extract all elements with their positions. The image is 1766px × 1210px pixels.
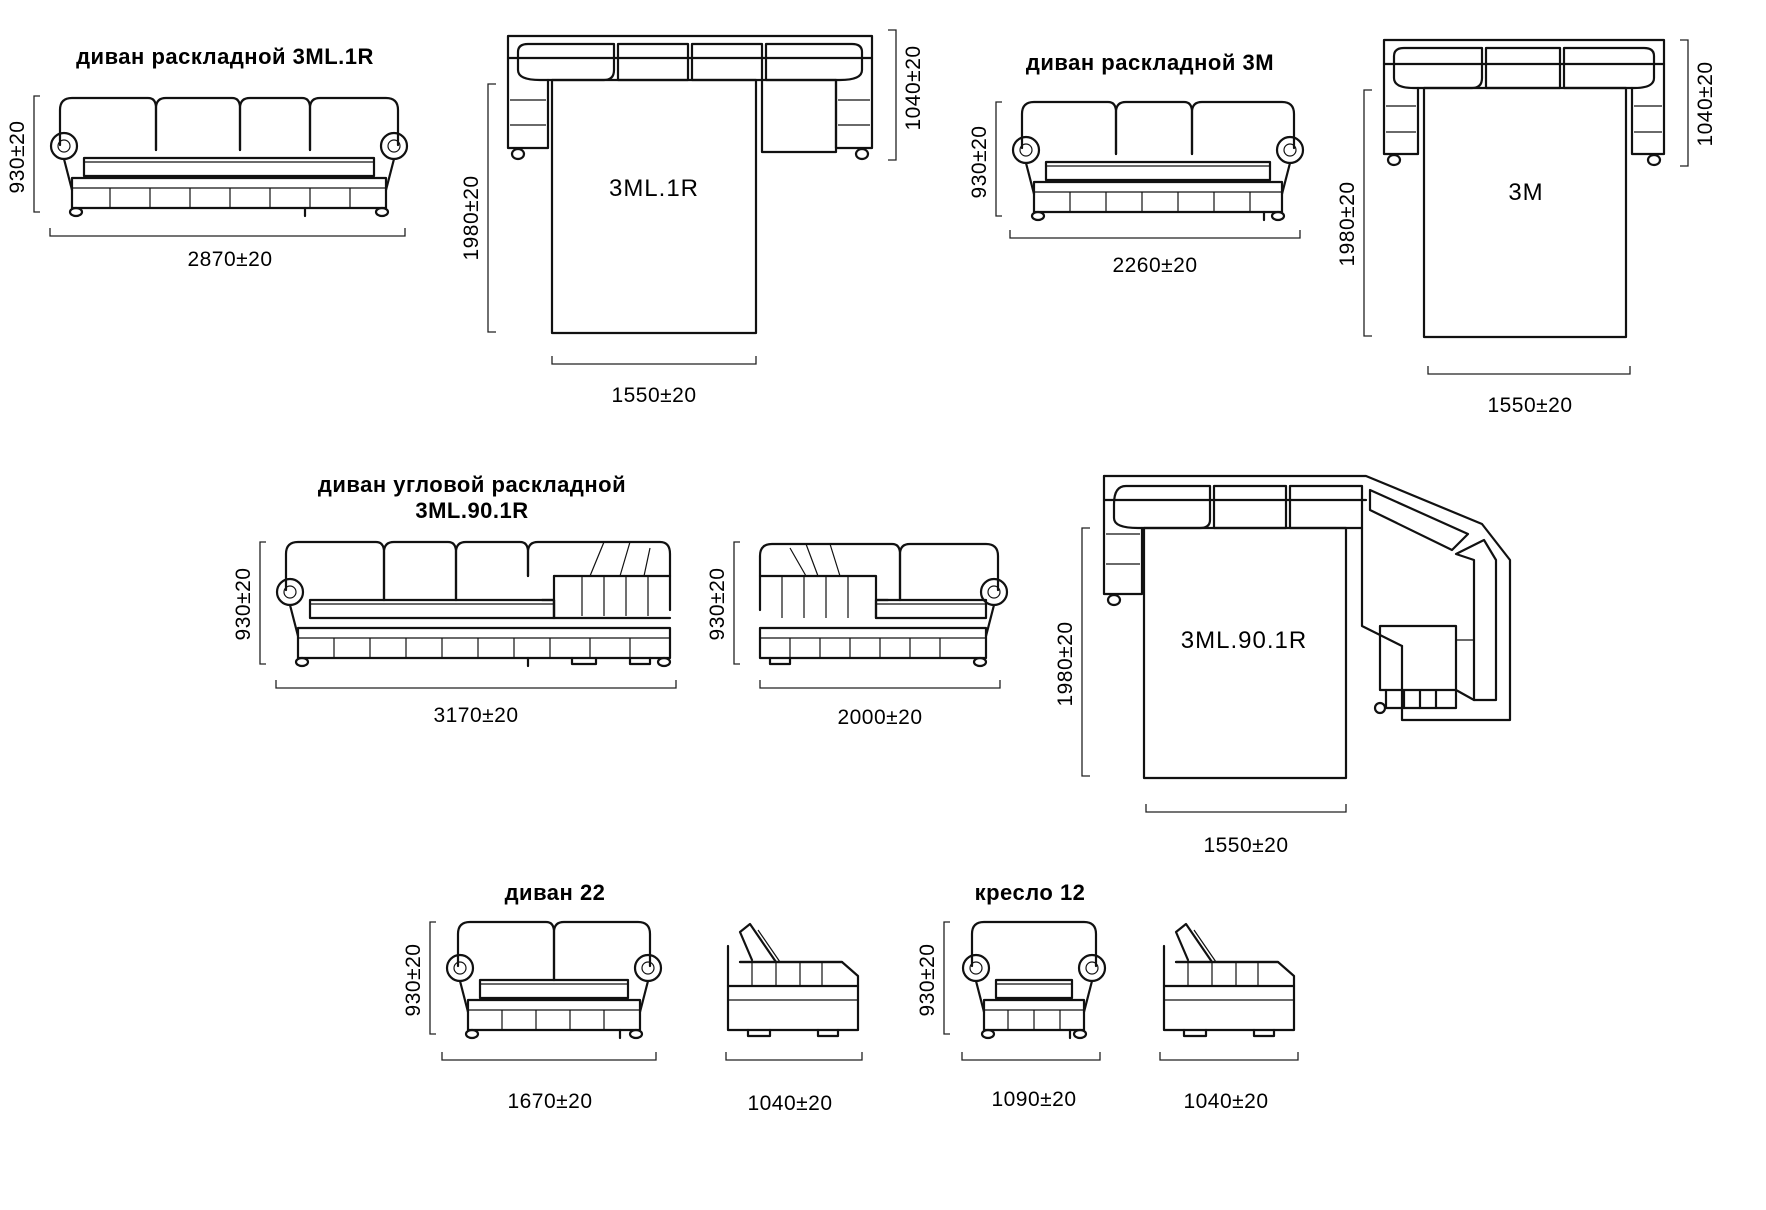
dim-3m-bed-length-line [1363,89,1372,337]
dim-3m-top-depth: 1040±20 [1694,61,1717,146]
title-armchair-12: кресло 12 [975,880,1086,905]
dim-corner-bed-width: 1550±20 [1203,834,1288,857]
title-corner-sofa-model: 3ML.90.1R [415,498,528,523]
sofa-22-side-view [726,922,860,1038]
dim-3ml1r-width: 2870±20 [187,248,272,271]
dim-3ml1r-bed-width-line [551,356,757,365]
sofa-3m-front-view [1011,100,1305,222]
dim-3m-bed-length: 1980±20 [1336,181,1359,266]
corner-sofa-top-view [1102,474,1512,780]
dim-corner-width1: 3170±20 [433,704,518,727]
dim-corner-width2-line [759,680,1001,689]
dim-22-side-width: 1040±20 [747,1092,832,1115]
dim-3ml1r-top-depth-line [888,29,897,161]
dim-22-height: 930±20 [402,944,425,1017]
sofa-3ml1r-front-view [49,96,409,218]
dim-3m-bed-width-line [1427,366,1631,375]
armchair-12-front-view [961,920,1107,1040]
dim-3m-height-line [995,101,1002,217]
dim-corner-width2: 2000±20 [837,706,922,729]
dim-corner-bed-width-line [1145,804,1347,813]
dim-corner-height1-line [259,541,266,665]
dim-3m-width: 2260±20 [1112,254,1197,277]
dim-3ml1r-bed-width: 1550±20 [611,384,696,407]
dim-corner-bed-length-line [1081,527,1090,777]
dim-22-height-line [429,921,436,1035]
dim-corner-width1-line [275,680,677,689]
sofa-3m-top-view [1382,38,1666,339]
dim-3m-bed-width: 1550±20 [1487,394,1572,417]
sofa-22-front-view [445,920,663,1040]
dim-12-side-width: 1040±20 [1183,1090,1268,1113]
dim-22-side-line [725,1052,863,1061]
title-sofa-22: диван 22 [505,880,606,905]
dim-12-width-line [961,1052,1101,1061]
sofa-3ml1r-top-view [506,34,874,335]
dim-3m-top-depth-line [1680,39,1689,167]
dim-22-width-line [441,1052,657,1061]
dim-3ml1r-height: 930±20 [6,121,29,194]
dim-12-height-line [943,921,950,1035]
title-sofa-3ml1r: диван раскладной 3ML.1R [76,44,374,69]
corner-sofa-front-view-short [758,542,1009,668]
dim-12-side-line [1159,1052,1299,1061]
dim-corner-height2: 930±20 [706,568,729,641]
title-sofa-3m: диван раскладной 3М [1026,50,1274,75]
armchair-12-side-view [1162,922,1296,1038]
dim-corner-height1: 930±20 [232,568,255,641]
model-label-corner: 3ML.90.1R [1181,627,1307,654]
model-label-3ml1r: 3ML.1R [609,175,699,202]
dim-12-height: 930±20 [916,944,939,1017]
corner-sofa-front-view-long [275,540,672,668]
dim-corner-bed-length: 1980±20 [1054,621,1077,706]
dim-3ml1r-width-line [49,228,406,237]
dim-22-width: 1670±20 [507,1090,592,1113]
dim-3m-height: 930±20 [968,126,991,199]
dim-3m-width-line [1009,230,1301,239]
dim-3ml1r-bed-length: 1980±20 [460,175,483,260]
model-label-3m: 3M [1508,179,1543,206]
title-corner-sofa: диван угловой раскладной [318,472,626,497]
dim-corner-height2-line [733,541,740,665]
dim-3ml1r-top-depth: 1040±20 [902,45,925,130]
dim-12-width: 1090±20 [991,1088,1076,1111]
dim-3ml1r-height-line [33,95,40,213]
dim-3ml1r-bed-length-line [487,83,496,333]
